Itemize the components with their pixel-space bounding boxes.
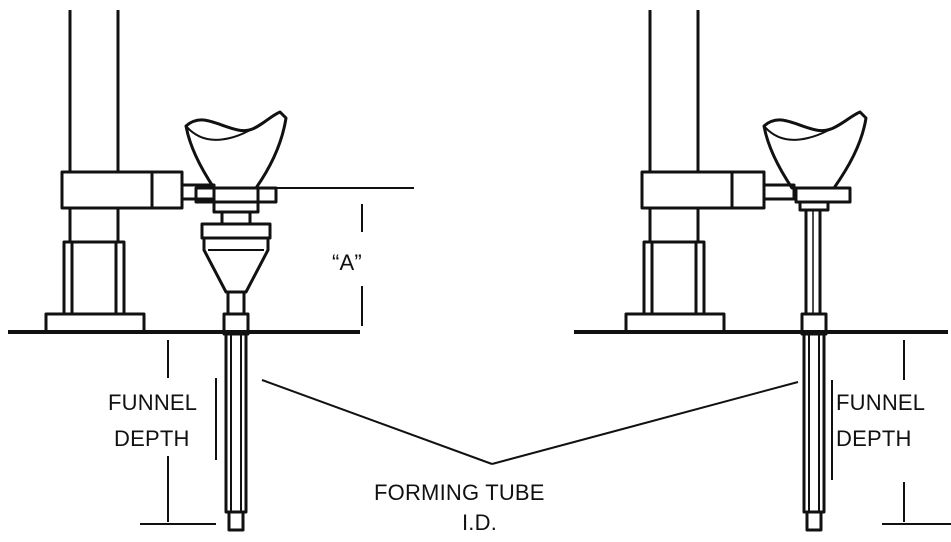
right-column <box>648 10 700 242</box>
right-arm-block <box>640 170 766 210</box>
left-hopper <box>202 236 270 294</box>
forming-tube-label-line2: I.D. <box>462 510 497 535</box>
left-hopper-collar <box>200 222 272 240</box>
right-support-ring <box>794 186 852 204</box>
right-foot-plate <box>624 312 726 334</box>
right-funnel-cup <box>762 110 868 190</box>
dimension-a-marker <box>276 187 414 326</box>
funnel-depth-left-line2: DEPTH <box>114 426 190 451</box>
funnel-depth-right-line1: FUNNEL <box>836 390 925 415</box>
left-forming-tube <box>224 332 248 514</box>
funnel-depth-right-marker <box>831 340 951 525</box>
left-funnel-cup <box>184 110 288 190</box>
left-arm-block <box>60 170 184 210</box>
funnel-depth-left-line1: FUNNEL <box>108 390 197 415</box>
dimension-a-label: “A” <box>332 250 362 275</box>
funnel-depth-left-marker <box>140 340 217 525</box>
left-assembly <box>44 10 288 532</box>
right-forming-tube <box>802 332 826 514</box>
left-column <box>68 10 120 242</box>
forming-tube-label-line1: FORMING TUBE <box>374 480 545 505</box>
funnel-depth-right-line2: DEPTH <box>836 426 912 451</box>
forming-tube-leaders <box>261 379 799 465</box>
right-assembly <box>624 10 868 532</box>
left-foot-plate <box>44 312 146 334</box>
right-bracket <box>762 183 796 201</box>
